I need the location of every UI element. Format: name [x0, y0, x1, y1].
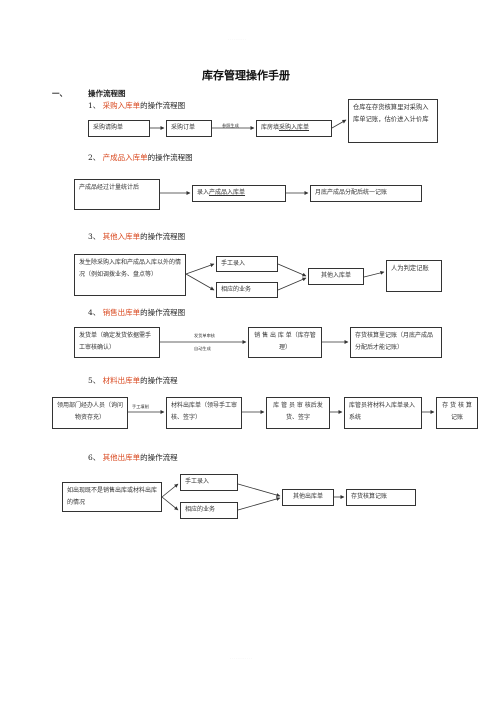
month-end-posting-box: 月底产成品分配后统一记账 [310, 185, 422, 202]
manual-entry-box: 手工录入 [216, 256, 278, 272]
flow-2-heading: 2、 产成品入库单的操作流程图 [88, 153, 193, 162]
related-business-box-2: 相应的业务 [180, 502, 238, 519]
manual-entry-box-2: 手工录入 [180, 474, 238, 491]
delivery-note-box: 发货单（确定发货依据需手工审核确认） [74, 327, 160, 358]
requisition-staff-box: 领用部门经办人员（询问物资存充） [52, 397, 128, 429]
flow-5-heading: 5、 材料出库单的操作流程 [88, 376, 178, 385]
page-title: 库存管理操作手册 [202, 69, 290, 82]
inventory-accounting-box: 仓库在存货核算里对采购入库单记账，估价进入计价库 [348, 99, 438, 143]
header-mark: · · · · · · · · · · [228, 37, 247, 41]
sales-posting-box: 存货核算里记账（月底产成品分配后才能记账） [350, 327, 442, 358]
flow-6-heading: 6、 其他出库单的操作流程 [88, 453, 178, 462]
flow-3-heading: 3、 其他入库单的操作流程图 [88, 232, 186, 241]
related-business-box: 相应的业务 [216, 282, 278, 298]
section-label: 操作流程图 [88, 89, 126, 98]
metering-statistics-box: 产成品经过计量统计后 [74, 179, 160, 210]
keeper-entry-box: 库管员将材料入库单录入系统 [344, 397, 422, 429]
reference-generate-label: 参照生成 [222, 123, 239, 128]
sales-issue-box: 销 售 出 库 单（库存管理） [248, 327, 322, 358]
section-number: 一、 [52, 89, 67, 98]
warehouse-fill-receipt-box: 库房填采购入库单 [256, 120, 332, 137]
other-issue-posting-box: 存货核算记账 [346, 489, 416, 506]
other-receipt-box: 其他入库单 [308, 268, 364, 285]
footer-mark: · · · · · · · · · · · · [230, 656, 252, 660]
other-issue-box: 其他出库单 [282, 489, 334, 506]
other-receipt-cases-box: 发生除采购入库和产成品入库以外的情况（例如调拨业务、盘点等） [74, 254, 186, 296]
enter-finished-goods-box: 录入产成品入库单 [192, 185, 286, 202]
purchase-order-box: 采购订单 [166, 120, 212, 137]
manual-posting-box: 人为判定记账 [386, 260, 442, 292]
keeper-audit-box: 库 管 员 审 核后发货、签字 [266, 397, 330, 429]
flow-4-heading: 4、 销售出库单的操作流程图 [88, 308, 186, 317]
material-issue-box: 材料出库单（领导手工审核、签字） [166, 397, 242, 429]
flow-1-heading: 1、 采购入库单的操作流程图 [88, 101, 186, 110]
material-posting-box: 存 货 核 算记账 [436, 397, 478, 429]
delivery-audit-label: 发货单审核 [194, 333, 215, 338]
other-issue-cases-box: 如出现既不是销售出库或材料出库的情况 [62, 482, 162, 512]
manual-fill-label: 手工填制 [132, 404, 149, 409]
auto-generate-label: 自动生成 [194, 346, 211, 351]
purchase-requisition-box: 采购请购单 [88, 120, 150, 137]
